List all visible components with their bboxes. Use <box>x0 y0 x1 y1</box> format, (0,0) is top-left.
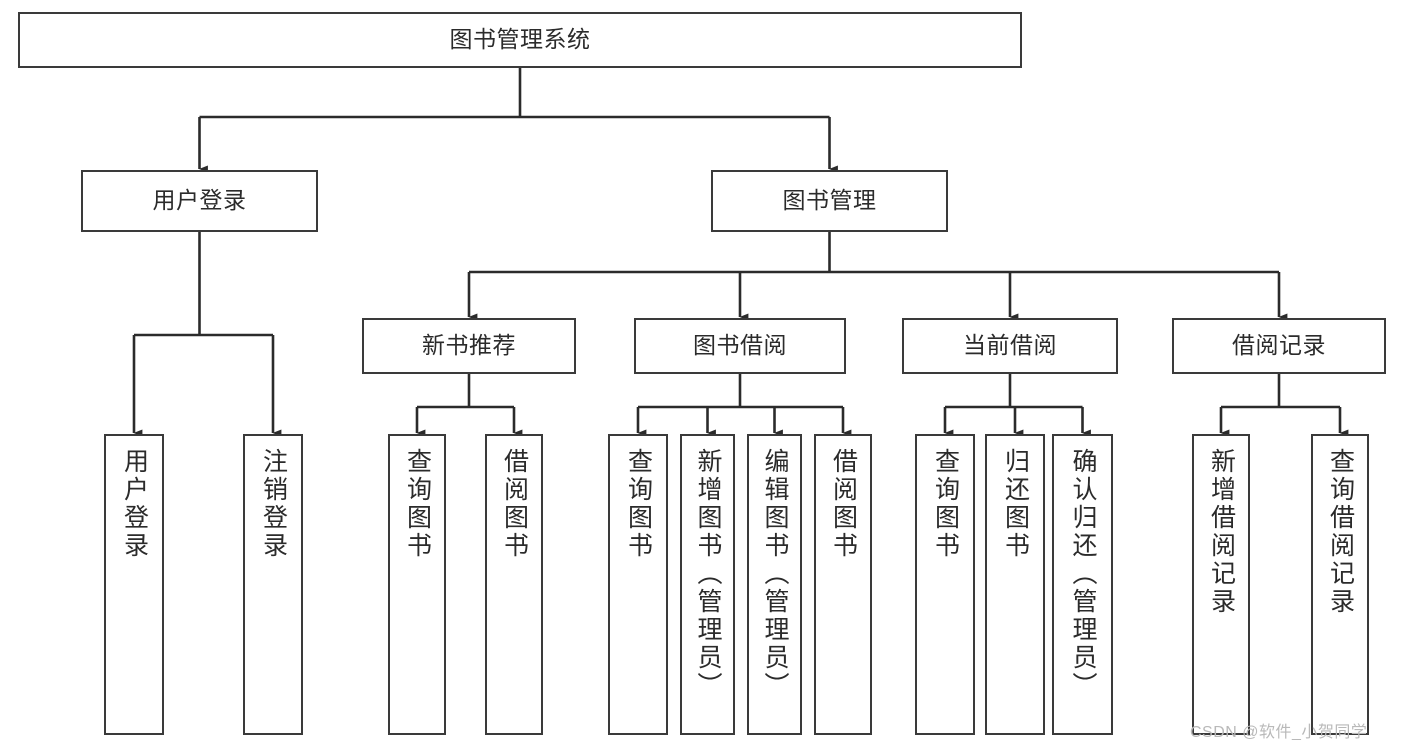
node-leaf-borrow-book[interactable]: 借阅图书 <box>814 434 872 735</box>
node-leaf-logout-login[interactable]: 注销登录 <box>243 434 303 735</box>
node-leaf-query-book-rec[interactable]: 查询图书 <box>388 434 446 735</box>
node-user-login[interactable]: 用户登录 <box>81 170 318 232</box>
node-leaf-user-login-label: 用户登录 <box>120 448 149 560</box>
node-current-borrow[interactable]: 当前借阅 <box>902 318 1118 374</box>
node-new-book-recommend[interactable]: 新书推荐 <box>362 318 576 374</box>
node-leaf-borrow-book-rec-label: 借阅图书 <box>500 448 529 560</box>
node-leaf-borrow-book-label: 借阅图书 <box>829 448 858 560</box>
node-leaf-query-book-rec-label: 查询图书 <box>403 448 432 560</box>
node-book-management-label: 图书管理 <box>782 187 877 214</box>
node-leaf-query-book-borrow-label: 查询图书 <box>624 448 653 560</box>
node-new-book-recommend-label: 新书推荐 <box>422 332 516 359</box>
node-book-borrow[interactable]: 图书借阅 <box>634 318 846 374</box>
node-leaf-query-book-borrow[interactable]: 查询图书 <box>608 434 668 735</box>
csdn-watermark: CSDN @软件_小贺同学 <box>1190 724 1368 741</box>
node-user-login-label: 用户登录 <box>152 187 247 214</box>
node-leaf-query-book-current[interactable]: 查询图书 <box>915 434 975 735</box>
node-leaf-query-borrow-record-label: 查询借阅记录 <box>1326 448 1355 616</box>
node-leaf-return-book-label: 归还图书 <box>1001 448 1030 560</box>
node-leaf-add-borrow-record-label: 新增借阅记录 <box>1207 448 1236 616</box>
node-root[interactable]: 图书管理系统 <box>18 12 1022 68</box>
node-current-borrow-label: 当前借阅 <box>963 332 1057 359</box>
node-leaf-user-login[interactable]: 用户登录 <box>104 434 164 735</box>
node-leaf-query-book-current-label: 查询图书 <box>931 448 960 560</box>
node-leaf-borrow-book-rec[interactable]: 借阅图书 <box>485 434 543 735</box>
node-leaf-query-borrow-record[interactable]: 查询借阅记录 <box>1311 434 1369 735</box>
node-book-management[interactable]: 图书管理 <box>711 170 948 232</box>
node-leaf-confirm-return-admin[interactable]: 确认归还（管理员） <box>1052 434 1113 735</box>
node-leaf-edit-book-admin[interactable]: 编辑图书（管理员） <box>747 434 802 735</box>
node-leaf-add-borrow-record[interactable]: 新增借阅记录 <box>1192 434 1250 735</box>
node-leaf-return-book[interactable]: 归还图书 <box>985 434 1045 735</box>
node-leaf-confirm-return-admin-label: 确认归还（管理员） <box>1069 448 1097 700</box>
node-borrow-record-label: 借阅记录 <box>1232 332 1326 359</box>
node-leaf-add-book-admin[interactable]: 新增图书（管理员） <box>680 434 735 735</box>
node-leaf-logout-login-label: 注销登录 <box>259 448 288 560</box>
node-book-borrow-label: 图书借阅 <box>693 332 787 359</box>
tree-edges <box>132 68 1349 437</box>
node-borrow-record[interactable]: 借阅记录 <box>1172 318 1386 374</box>
node-root-label: 图书管理系统 <box>449 26 591 53</box>
node-leaf-add-book-admin-label: 新增图书（管理员） <box>694 448 722 700</box>
node-leaf-edit-book-admin-label: 编辑图书（管理员） <box>761 448 789 700</box>
